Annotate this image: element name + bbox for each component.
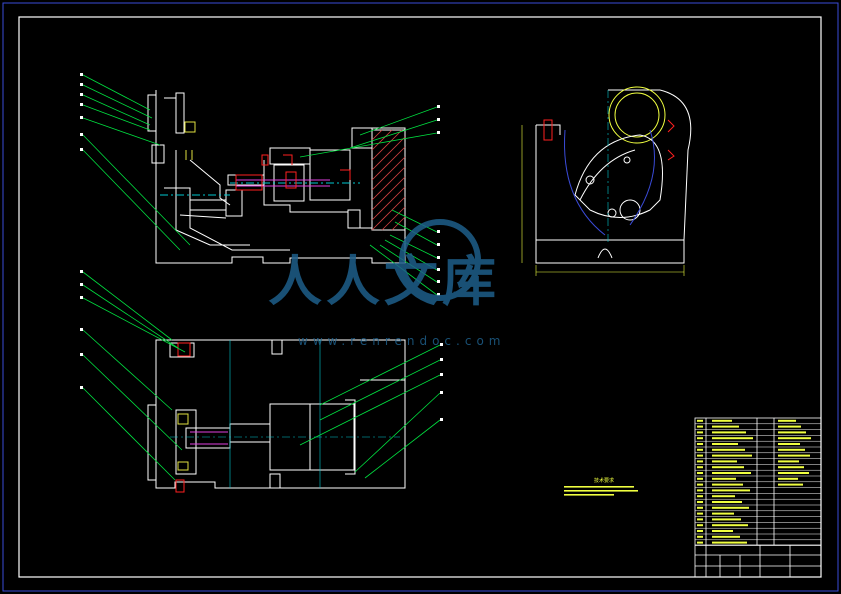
title-block-cell-mark	[697, 535, 703, 538]
title-block-cell-mark	[697, 541, 703, 544]
title-block-cell-mark	[712, 472, 751, 474]
title-block-cell-mark	[712, 489, 750, 492]
title-block-cell-mark	[697, 437, 703, 440]
title-block-cell-mark	[712, 431, 746, 434]
title-block-cell-mark	[712, 419, 732, 422]
title-block-cell-mark	[697, 460, 703, 463]
title-block-cell-mark	[712, 443, 738, 445]
title-block-cell-mark	[697, 518, 703, 521]
title-block-cell-mark	[697, 431, 703, 434]
title-block-cell-mark	[697, 466, 703, 469]
title-block-cell-mark	[697, 524, 703, 527]
watermark-brand: 人人文库	[268, 250, 500, 313]
title-block-cell-mark	[712, 512, 734, 515]
title-block-cell-mark	[778, 466, 804, 469]
watermark-logo-ring	[399, 219, 481, 301]
notes-title: 技术要求	[594, 477, 614, 484]
title-block-cell-mark	[697, 419, 703, 422]
technical-notes: 技术要求	[564, 477, 638, 496]
title-block-cell-mark	[778, 477, 798, 480]
title-block-cell-mark	[697, 454, 703, 457]
title-block-cell-mark	[778, 425, 801, 428]
title-block-cell-mark	[712, 495, 735, 498]
balloon-marks-bottom	[80, 270, 443, 421]
plan-view	[147, 339, 406, 493]
watermark-url: www.renrendoc.com	[298, 334, 505, 348]
hatched-block	[371, 129, 406, 231]
front-section-view	[147, 90, 406, 264]
title-block-cell-mark	[778, 454, 810, 457]
title-block-cell-mark	[778, 443, 800, 445]
title-block-cell-mark	[712, 530, 733, 532]
title-block-cell-mark	[778, 472, 809, 474]
title-block-cell-mark	[697, 477, 703, 480]
title-block-cell-mark	[697, 495, 703, 498]
title-block-cell-mark	[778, 431, 806, 434]
title-block-cell-mark	[712, 541, 747, 544]
title-block	[694, 417, 822, 578]
title-block-cell-mark	[697, 489, 703, 492]
title-block-cell-mark	[712, 448, 745, 451]
title-block-cell-mark	[697, 448, 703, 451]
title-block-cell-mark	[697, 443, 703, 445]
title-block-cell-mark	[778, 419, 796, 422]
title-block-cell-mark	[712, 483, 743, 486]
title-block-cell-mark	[778, 437, 811, 440]
title-block-cell-mark	[712, 506, 749, 509]
leader-lines-top-left	[82, 74, 438, 296]
title-block-cell-mark	[712, 501, 742, 503]
title-block-cell-mark	[712, 454, 752, 457]
title-block-cell-mark	[697, 512, 703, 515]
leader-lines-bottom	[82, 271, 441, 481]
title-block-cell-mark	[712, 535, 740, 538]
title-block-cell-mark	[778, 448, 805, 451]
title-block-cell-mark	[697, 501, 703, 503]
title-block-cell-mark	[712, 524, 748, 527]
title-block-cell-mark	[712, 460, 737, 463]
balloon-marks-top	[80, 73, 440, 296]
title-block-cell-mark	[697, 483, 703, 486]
title-block-cell-mark	[712, 425, 739, 428]
title-block-cell-mark	[697, 530, 703, 532]
watermark: 人人文库 www.renrendoc.com	[268, 219, 505, 348]
inner-frame	[18, 16, 822, 578]
title-block-cell-mark	[712, 466, 744, 469]
title-block-cell-mark	[712, 518, 741, 521]
title-block-cell-mark	[778, 483, 803, 486]
title-block-cell-mark	[712, 477, 736, 480]
title-block-cell-mark	[697, 506, 703, 509]
title-block-cell-mark	[712, 437, 753, 440]
title-block-cell-mark	[697, 472, 703, 474]
title-block-cell-mark	[778, 460, 799, 463]
title-block-cell-mark	[697, 425, 703, 428]
side-view	[521, 86, 692, 276]
